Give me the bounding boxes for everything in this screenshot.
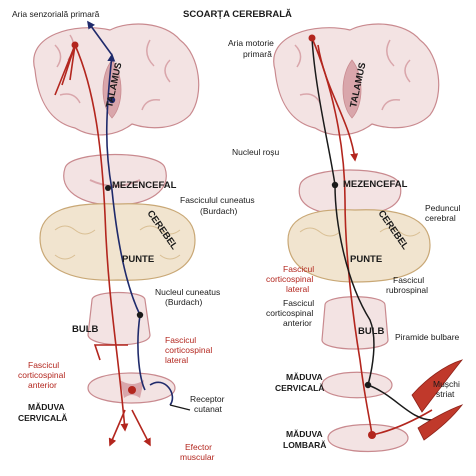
right-fcs-lat-label-3: lateral <box>286 284 309 294</box>
muschi-label-1: Mușchi <box>433 379 460 389</box>
right-fcs-lat-label-1: Fascicul <box>283 264 314 274</box>
left-cerebellum <box>39 203 196 281</box>
left-midbrain-neuron <box>105 185 111 191</box>
fasc-cuneatus-label-2: (Burdach) <box>200 206 237 216</box>
rubro-label-1: Fascicul <box>393 275 424 285</box>
nucl-cuneatus-label-1: Nucleul cuneatus <box>155 287 220 297</box>
left-spinal-neuron <box>128 386 136 394</box>
left-fcs-lat-label-2: corticospinal <box>165 345 212 355</box>
right-midbrain <box>298 169 402 216</box>
motor-area-label-2: primară <box>243 49 272 59</box>
peduncul-label-2: cerebral <box>425 213 456 223</box>
left-cortex-neuron <box>71 41 79 49</box>
right-dark-path <box>311 37 433 421</box>
right-fcs-ant-label-3: anterior <box>283 318 312 328</box>
fasc-cuneatus-label-1: Fasciculul cuneatus <box>180 195 255 205</box>
left-bulb-label: BULB <box>72 324 99 335</box>
left-brain <box>33 23 200 136</box>
muschi-label-2: striat <box>436 389 455 399</box>
sensory-area-label: Aria senzorială primară <box>12 9 100 19</box>
receptor-label-1: Receptor <box>190 394 225 404</box>
right-maduva-cervical-label-1: MĂDUVA <box>286 372 323 382</box>
right-punte-label: PUNTE <box>350 254 382 265</box>
right-fcs-ant-label-2: corticospinal <box>266 308 313 318</box>
left-fcs-ant-label-3: anterior <box>28 380 57 390</box>
left-cuneatus-neuron <box>136 311 144 319</box>
receptor-label-2: cutanat <box>194 404 223 414</box>
left-blue-path <box>87 20 174 406</box>
left-dark-path <box>169 404 191 411</box>
right-spinal-cervical <box>321 371 393 399</box>
right-lumbar-neuron <box>368 431 376 439</box>
right-muscle <box>411 359 464 441</box>
nucleul-rosu-label: Nucleul roșu <box>232 147 280 157</box>
rubro-label-2: rubrospinal <box>386 285 428 295</box>
right-maduva-lumbar-label-1: MĂDUVA <box>286 429 323 439</box>
left-fcs-lat-label-1: Fascicul <box>165 335 196 345</box>
left-punte-label: PUNTE <box>122 254 154 265</box>
right-brain <box>273 23 440 136</box>
efector-label-2: muscular <box>180 452 215 462</box>
right-mezencefal-label: MEZENCEFAL <box>343 179 408 190</box>
left-red-path <box>54 44 151 447</box>
right-bulb-label: BULB <box>358 326 385 337</box>
right-cerebellum <box>287 209 431 283</box>
left-maduva-label-1: MĂDUVA <box>28 402 65 412</box>
right-fcs-lat-label-2: corticospinal <box>266 274 313 284</box>
left-mezencefal-label: MEZENCEFAL <box>112 180 177 191</box>
right-red-path <box>311 37 433 436</box>
peduncul-label-1: Peduncul <box>425 203 461 213</box>
motor-area-label-1: Aria motorie <box>228 38 274 48</box>
left-thalamus-neuron <box>108 96 116 104</box>
right-cortex-neuron <box>308 34 316 42</box>
right-cervical-neuron <box>364 381 372 389</box>
left-fcs-ant-label-1: Fascicul <box>28 360 59 370</box>
page-title: SCOARȚA CEREBRALĂ <box>183 9 292 20</box>
right-fcs-ant-label-1: Fascicul <box>283 298 314 308</box>
left-fcs-ant-label-2: corticospinal <box>18 370 65 380</box>
nucl-cuneatus-label-2: (Burdach) <box>165 297 202 307</box>
left-medulla <box>87 291 151 346</box>
left-maduva-label-2: CERVICALĂ <box>18 413 67 423</box>
right-red-nucleus <box>331 181 339 189</box>
efector-label-1: Efector <box>185 442 212 452</box>
piramide-label: Piramide bulbare <box>395 332 460 342</box>
right-maduva-cervical-label-2: CERVICALĂ <box>275 383 324 393</box>
right-spinal-lumbar <box>327 424 409 452</box>
right-maduva-lumbar-label-2: LOMBARĂ <box>283 440 326 450</box>
left-fcs-lat-label-3: lateral <box>165 355 188 365</box>
